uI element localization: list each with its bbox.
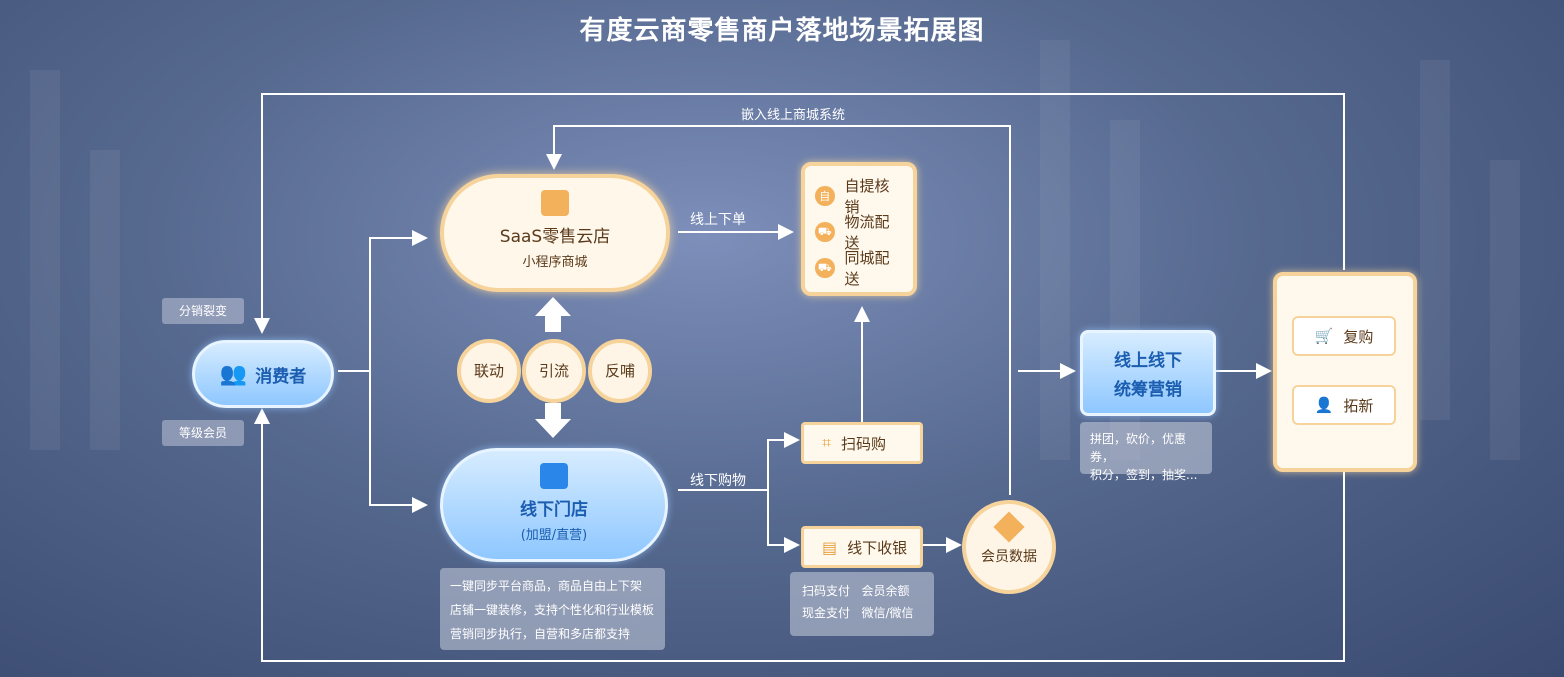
saas-store-node[interactable]: SaaS零售云店 小程序商城 xyxy=(440,174,670,292)
store-info-line: 一键同步平台商品，商品自由上下架 xyxy=(450,579,643,593)
saas-store-subtitle: 小程序商城 xyxy=(522,255,588,270)
fulfillment-item[interactable]: ⛟ 同城配送 xyxy=(815,249,903,288)
page-title: 有度云商零售商户落地场景拓展图 xyxy=(579,16,985,46)
marketing-info-line: 积分，签到，抽奖... xyxy=(1090,468,1198,482)
member-data-node[interactable]: 会员数据 xyxy=(962,500,1056,594)
offline-store-node[interactable]: 线下门店 (加盟/直营) xyxy=(440,448,668,562)
add-user-icon: 👤 xyxy=(1314,396,1334,414)
marketing-title-line: 线上线下 xyxy=(1114,351,1182,371)
payment-item: 扫码支付 xyxy=(802,584,851,598)
fulfillment-item[interactable]: 自 自提核销 xyxy=(815,177,903,216)
fulfillment-item[interactable]: ⛟ 物流配送 xyxy=(815,213,903,252)
store-icon xyxy=(541,190,569,216)
pickup-icon: 自 xyxy=(815,186,835,206)
fulfillment-label: 自提核销 xyxy=(844,177,890,216)
users-icon: 👥 xyxy=(219,361,248,387)
tag-membership: 等级会员 xyxy=(162,420,244,446)
cashier-label: 线下收银 xyxy=(847,538,908,557)
edge-label-embed: 嵌入线上商城系统 xyxy=(741,108,846,123)
diamond-icon xyxy=(993,511,1025,543)
repurchase-label: 复购 xyxy=(1343,327,1374,346)
scan-icon: ⌗ xyxy=(822,433,832,452)
tag-distribution: 分销裂变 xyxy=(162,298,244,324)
edge-label-offline-shopping: 线下购物 xyxy=(690,473,746,489)
scan-buy-node[interactable]: ⌗ 扫码购 xyxy=(801,422,923,464)
store-info-line: 店铺一键装修，支持个性化和行业模板 xyxy=(450,603,655,617)
payment-item: 现金支付 xyxy=(802,606,851,620)
fulfillment-card: 自 自提核销 ⛟ 物流配送 ⛟ 同城配送 xyxy=(801,162,917,296)
marketing-info-box: 拼团，砍价，优惠券， 积分，签到，抽奖... xyxy=(1080,422,1212,482)
offline-store-subtitle: (加盟/直营) xyxy=(520,528,588,543)
link-circle-2: 引流 xyxy=(522,339,586,403)
payment-item: 会员余额 xyxy=(861,584,910,598)
cart-icon: 🛒 xyxy=(1314,327,1334,345)
store-icon xyxy=(540,463,568,489)
link-circle-1: 联动 xyxy=(457,339,521,403)
truck-icon: ⛟ xyxy=(815,222,835,242)
member-data-label: 会员数据 xyxy=(981,549,1037,565)
marketing-node[interactable]: 线上线下 统筹营销 xyxy=(1080,330,1216,416)
marketing-title-line: 统筹营销 xyxy=(1114,380,1182,400)
edge-label-online-order: 线上下单 xyxy=(690,212,746,228)
link-circle-3: 反哺 xyxy=(588,339,652,403)
cashier-icon: ▤ xyxy=(822,537,838,557)
offline-store-title: 线下门店 xyxy=(520,500,588,520)
repurchase-button[interactable]: 🛒 复购 xyxy=(1292,316,1396,356)
scan-buy-label: 扫码购 xyxy=(841,434,887,453)
fulfillment-label: 同城配送 xyxy=(844,249,890,288)
fulfillment-label: 物流配送 xyxy=(844,213,890,252)
acquisition-label: 拓新 xyxy=(1343,396,1374,415)
payment-info-box: 扫码支付 会员余额 现金支付 微信/微信 xyxy=(790,572,934,636)
saas-store-title: SaaS零售云店 xyxy=(499,227,611,247)
consumer-node[interactable]: 👥 消费者 xyxy=(192,340,334,408)
store-info-line: 营销同步执行，自营和多店都支持 xyxy=(450,627,631,641)
payment-item: 微信/微信 xyxy=(861,606,914,620)
result-card xyxy=(1273,272,1417,472)
store-info-box: 一键同步平台商品，商品自由上下架 店铺一键装修，支持个性化和行业模板 营销同步执… xyxy=(440,568,665,650)
acquisition-button[interactable]: 👤 拓新 xyxy=(1292,385,1396,425)
cashier-node[interactable]: ▤ 线下收银 xyxy=(801,526,923,568)
scooter-icon: ⛟ xyxy=(815,258,835,278)
marketing-info-line: 拼团，砍价，优惠券， xyxy=(1090,432,1187,464)
consumer-label: 消费者 xyxy=(255,366,307,387)
